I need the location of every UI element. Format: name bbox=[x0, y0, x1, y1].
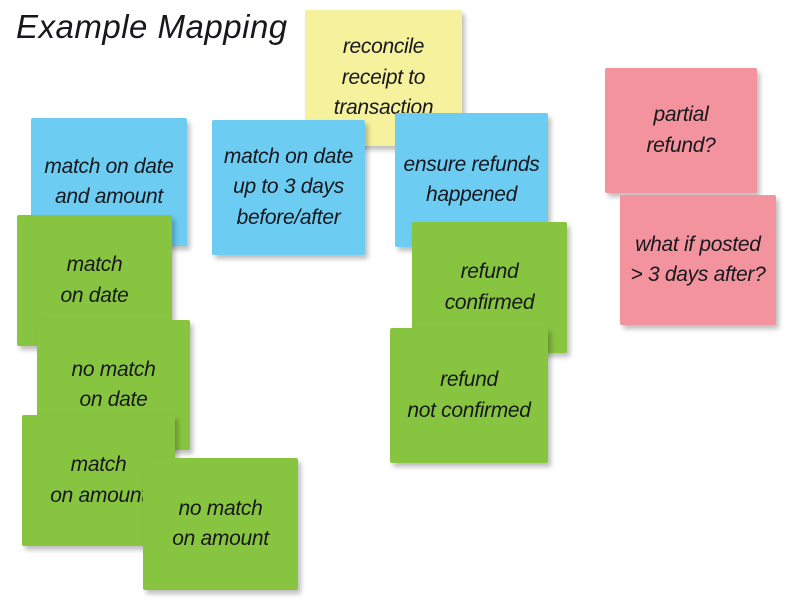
sticky-note-match-on-date-up-to-3-days: match on date up to 3 days before/after bbox=[212, 120, 365, 255]
sticky-note-text: reconcile receipt to transaction bbox=[333, 35, 434, 120]
sticky-note-text: match on date and amount bbox=[44, 154, 174, 208]
sticky-note-no-match-on-amount: no match on amount bbox=[143, 458, 298, 590]
sticky-note-what-if-posted-3-days-after: what if posted > 3 days after? bbox=[620, 195, 776, 325]
sticky-note-text: no match on date bbox=[71, 357, 156, 411]
sticky-note-text: what if posted > 3 days after? bbox=[630, 232, 766, 286]
sticky-note-partial-refund: partial refund? bbox=[605, 68, 757, 193]
sticky-note-text: refund not confirmed bbox=[407, 368, 531, 422]
sticky-note-text: refund confirmed bbox=[444, 260, 535, 314]
sticky-note-text: match on date bbox=[60, 253, 129, 307]
sticky-note-refund-not-confirmed: refund not confirmed bbox=[390, 328, 548, 463]
sticky-note-text: match on date up to 3 days before/after bbox=[223, 144, 354, 229]
sticky-note-text: no match on amount bbox=[172, 496, 269, 550]
sticky-note-text: ensure refunds happened bbox=[403, 152, 540, 206]
page-title: Example Mapping bbox=[16, 8, 288, 45]
sticky-note-text: match on amount bbox=[50, 453, 147, 507]
sticky-note-text: partial refund? bbox=[646, 103, 716, 157]
